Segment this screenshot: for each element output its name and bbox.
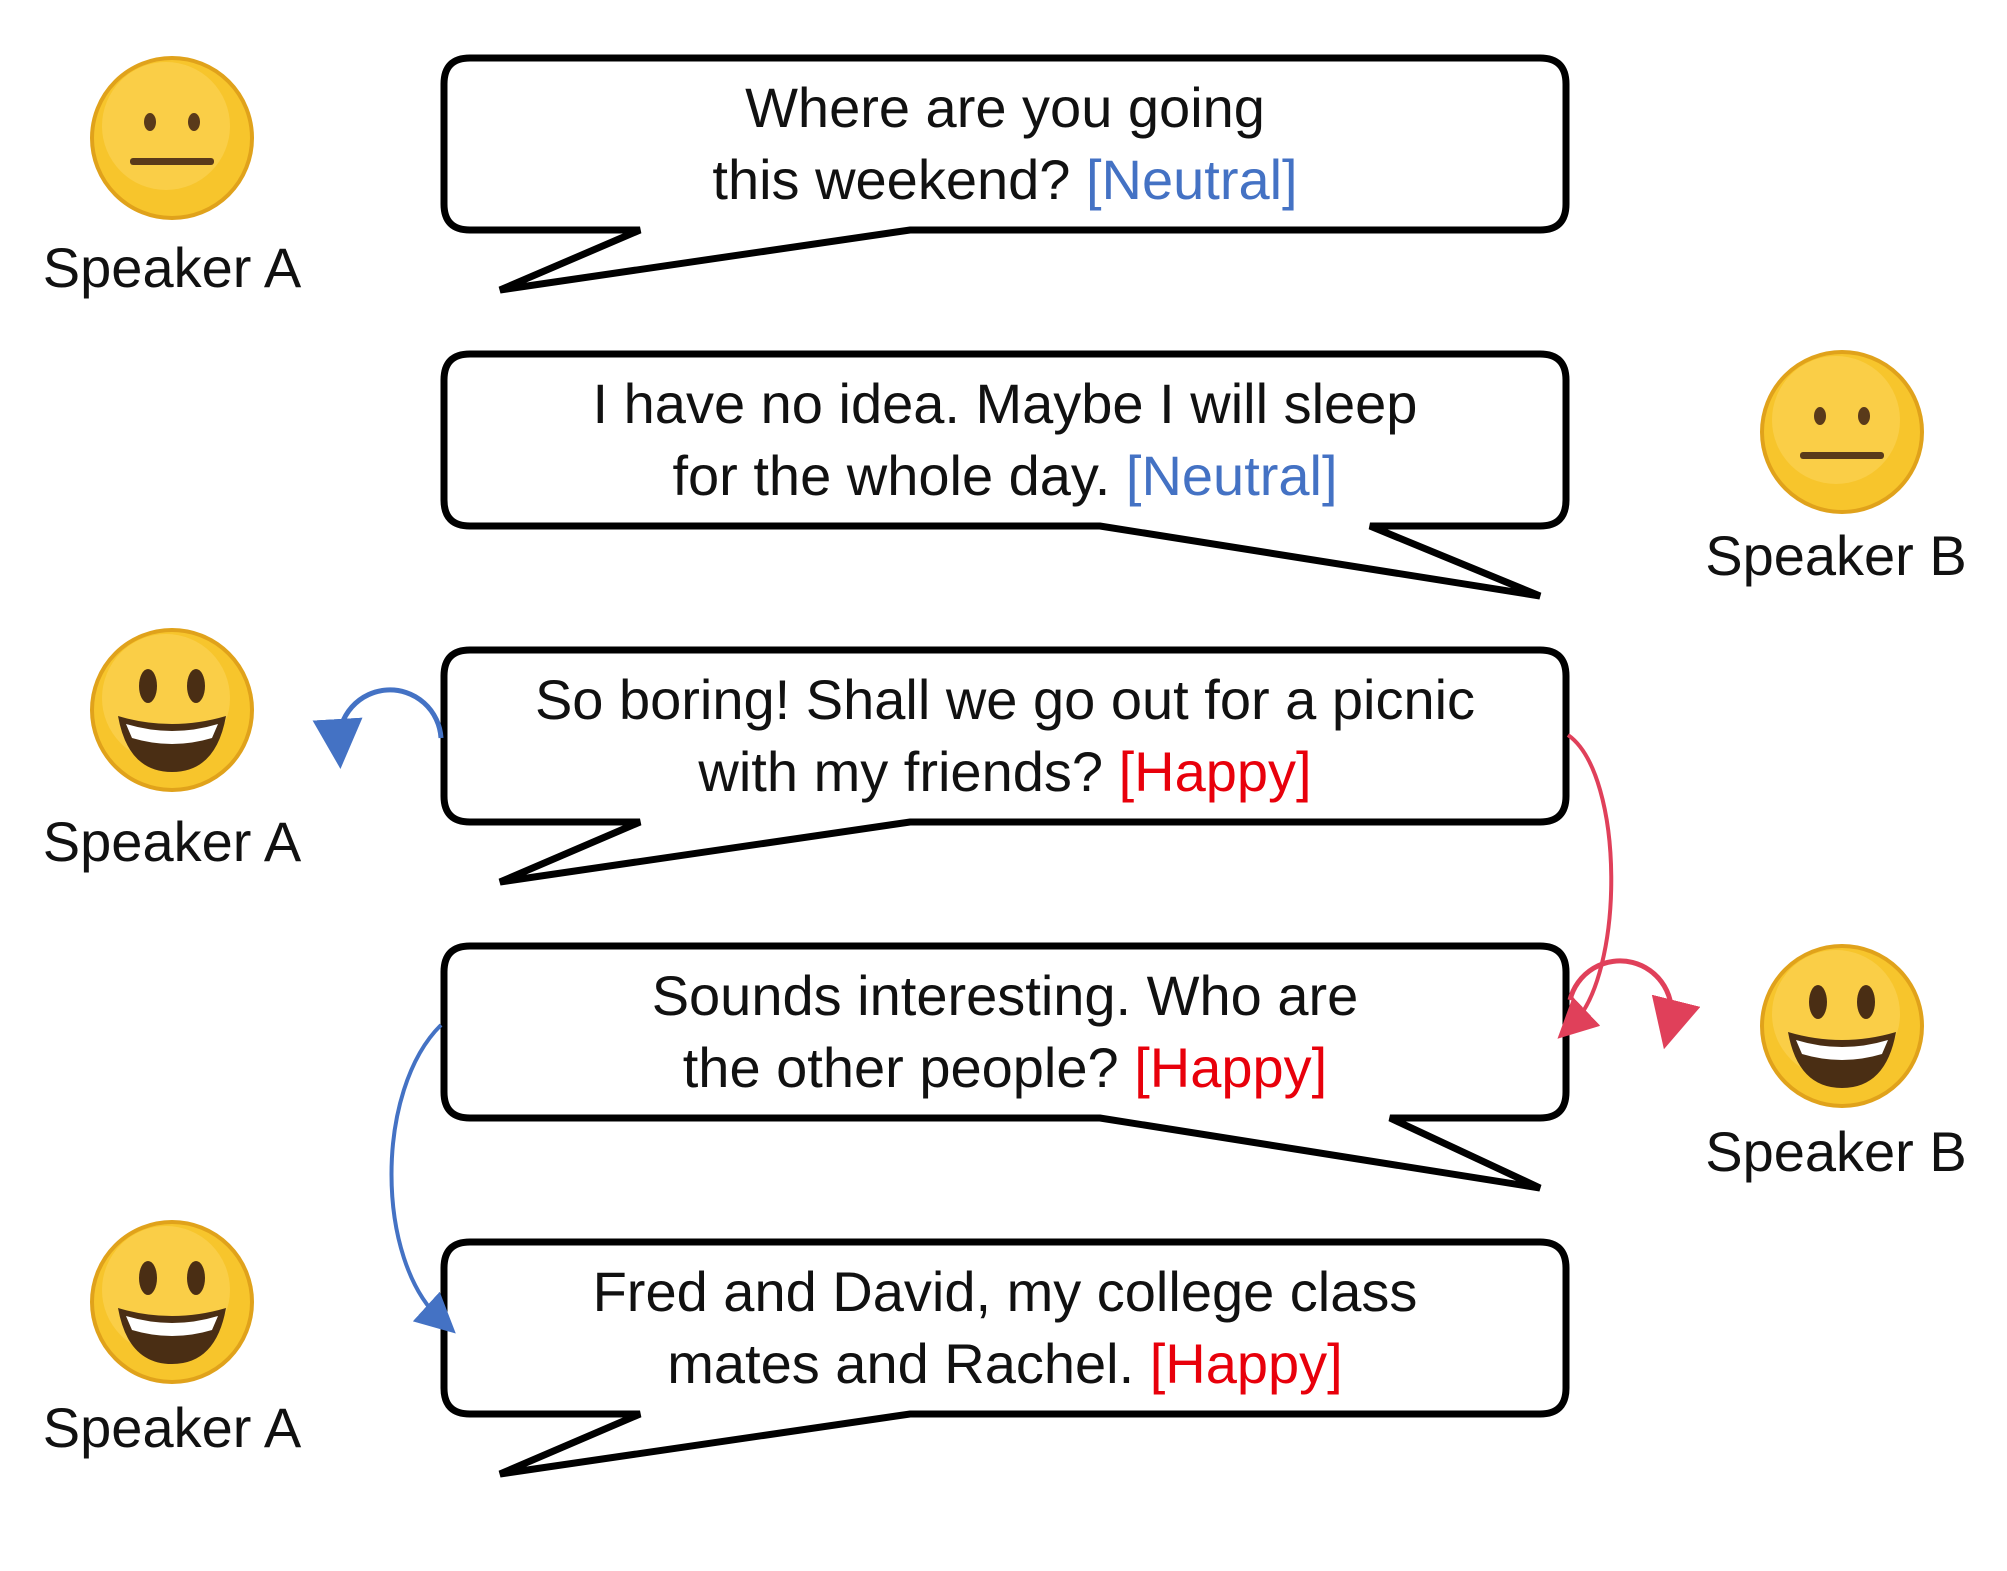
utterance-4-line-2: the other people? [Happy] [445,1032,1565,1104]
self-loop-arrow-speaker-a [312,687,444,769]
utterance-1-line-1: Where are you going [745,76,1265,139]
utterance-1-line-2-text: this weekend? [712,148,1071,211]
utterance-2-line-2-text: for the whole day. [672,444,1111,507]
speech-bubble-3 [440,646,1570,886]
self-loop-arrow-speaker-b [1567,958,1701,1050]
neutral-face-icon [90,56,254,220]
emotion-tag-happy: [Happy] [1149,1332,1343,1395]
utterance-2-line-2: for the whole day. [Neutral] [445,440,1565,512]
utterance-5-line-2: mates and Rachel. [Happy] [445,1328,1565,1400]
speaker-label-4: Speaker B [1705,1120,1967,1183]
inter-speaker-arrow-blue [389,1023,456,1334]
neutral-face-icon [1760,350,1924,514]
utterance-2-line-1: I have no idea. Maybe I will sleep [592,372,1418,435]
utterance-3-line-1: So boring! Shall we go out for a picnic [534,668,1476,731]
smiling-face-icon [1760,944,1924,1108]
emotion-tag-neutral: [Neutral] [1125,444,1338,507]
utterance-4-text: Sounds interesting. Who are the other pe… [445,960,1565,1104]
utterance-5-line-2-text: mates and Rachel. [667,1332,1135,1395]
utterance-4-line-1: Sounds interesting. Who are [651,964,1359,1027]
speaker-label-1: Speaker A [42,236,302,299]
emoji-layer [90,56,1924,1384]
speaker-label-2: Speaker B [1705,524,1967,587]
utterance-5-text: Fred and David, my college class mates a… [445,1256,1565,1400]
emotion-tag-happy: [Happy] [1118,740,1312,803]
smiling-face-icon [90,1220,254,1384]
speaker-label-5: Speaker A [42,1396,302,1459]
speaker-label-3: Speaker A [42,810,302,873]
utterance-3-text: So boring! Shall we go out for a picnic … [445,664,1565,808]
speech-bubble-4 [440,942,1570,1192]
inter-speaker-arrow-red [1557,733,1614,1039]
emotion-tag-happy: [Happy] [1134,1036,1328,1099]
speech-bubble-2 [440,350,1570,600]
utterance-3-line-2-text: with my friends? [698,740,1103,803]
utterance-5-line-1: Fred and David, my college class [592,1260,1418,1323]
utterance-1-text: Where are you going this weekend? [Neutr… [445,72,1565,216]
utterance-3-line-2: with my friends? [Happy] [445,736,1565,808]
smiling-face-icon [90,628,254,792]
emotion-tag-neutral: [Neutral] [1085,148,1298,211]
utterance-2-text: I have no idea. Maybe I will sleep for t… [445,368,1565,512]
speech-bubble-5 [440,1238,1570,1478]
utterance-1-line-2: this weekend? [Neutral] [445,144,1565,216]
speech-bubble-1 [440,54,1570,294]
utterance-4-line-2-text: the other people? [682,1036,1119,1099]
